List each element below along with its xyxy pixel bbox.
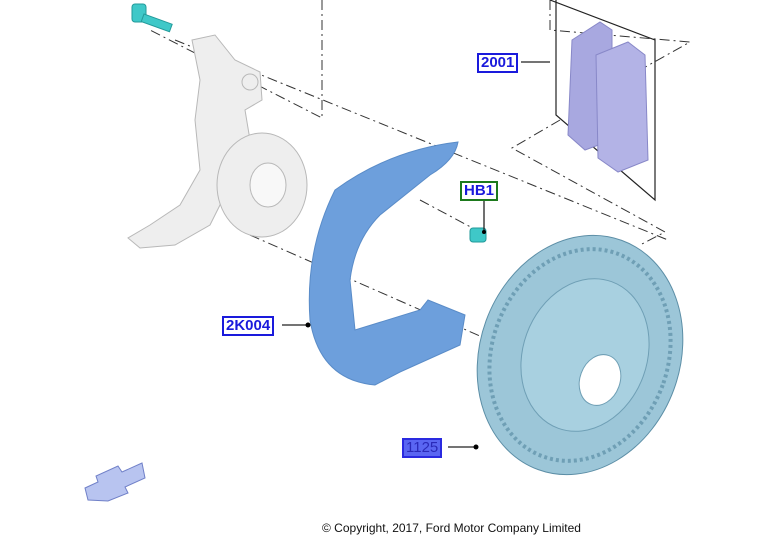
brake-pads xyxy=(567,21,649,173)
shield-bolt xyxy=(469,227,487,243)
callout-brake-disc[interactable]: 1125 xyxy=(402,438,443,458)
dust-shield xyxy=(308,141,466,386)
leader-lines xyxy=(282,61,550,448)
callout-dust-shield[interactable]: 2K004 xyxy=(222,316,275,336)
callout-brake-pads[interactable]: 2001 xyxy=(477,53,519,73)
copyright-text: © Copyright, 2017, Ford Motor Company Li… xyxy=(322,521,581,535)
pad-kit-outline xyxy=(549,0,656,202)
brake-disc xyxy=(476,234,684,476)
callout-bolt[interactable]: HB1 xyxy=(460,181,499,201)
arrow-down-left-icon[interactable] xyxy=(84,462,146,502)
knuckle-bolt xyxy=(131,3,173,33)
steering-knuckle xyxy=(127,34,308,249)
